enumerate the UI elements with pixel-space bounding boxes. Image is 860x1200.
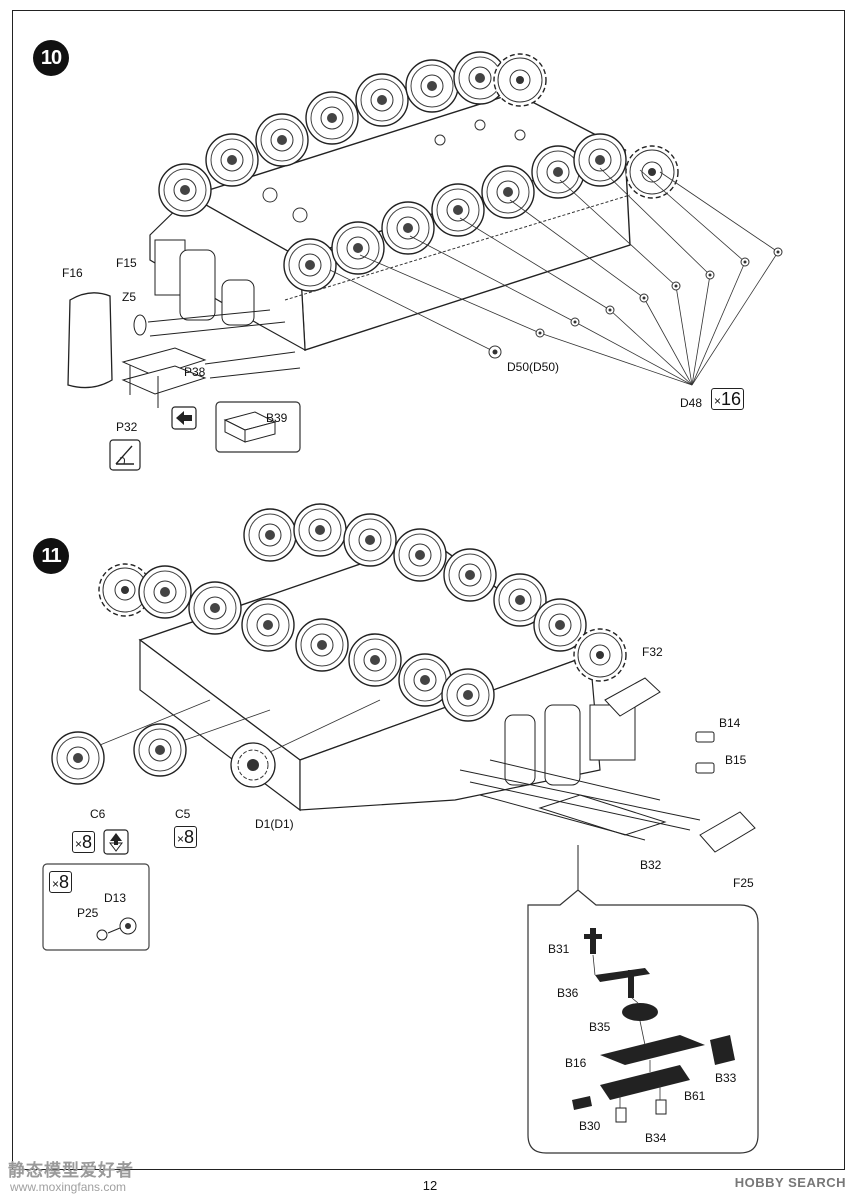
- multiplier-subassembly: ×8: [49, 871, 73, 893]
- label-b14: B14: [719, 716, 741, 730]
- label-b39: B39: [266, 411, 288, 425]
- multiplier-c6: ×8: [72, 831, 96, 853]
- watermark-left-url: www.moxingfans.com: [10, 1180, 127, 1194]
- label-b33: B33: [715, 1071, 737, 1085]
- label-c5: C5: [175, 807, 191, 821]
- page-frame: [12, 10, 845, 1170]
- label-b15: B15: [725, 753, 747, 767]
- label-d50: D50(D50): [507, 360, 560, 374]
- label-b34: B34: [645, 1131, 667, 1145]
- step-11-badge: 11: [33, 538, 69, 574]
- label-c6: C6: [90, 807, 106, 821]
- step11-hull-drawing: [51, 503, 756, 905]
- step10-symbols: [109, 401, 301, 471]
- label-b61: B61: [684, 1089, 706, 1103]
- label-b35: B35: [589, 1020, 611, 1034]
- step-10-badge: 10: [33, 40, 69, 76]
- label-p38: P38: [184, 365, 206, 379]
- step11-detail-inset: [527, 889, 759, 1154]
- label-z5: Z5: [122, 290, 137, 304]
- label-f32: F32: [642, 645, 663, 659]
- multiplier-c5: ×8: [174, 826, 198, 848]
- label-p32: P32: [116, 420, 138, 434]
- label-d48: D48: [680, 396, 703, 410]
- label-p25: P25: [77, 906, 99, 920]
- label-d13: D13: [104, 891, 127, 905]
- page-number: 12: [422, 1178, 438, 1193]
- label-b30: B30: [579, 1119, 601, 1133]
- label-b32: B32: [640, 858, 662, 872]
- watermark-left-brand: 静态模型爱好者: [8, 1161, 134, 1180]
- label-f15: F15: [116, 256, 137, 270]
- label-b16: B16: [565, 1056, 587, 1070]
- label-f25: F25: [733, 876, 754, 890]
- label-d1: D1(D1): [255, 817, 294, 831]
- label-b31: B31: [548, 942, 570, 956]
- watermark-right-brand: HOBBY SEARCH: [734, 1175, 846, 1190]
- label-f16: F16: [62, 266, 83, 280]
- multiplier-d48: ×16: [711, 388, 745, 410]
- step10-hull-drawing: [67, 51, 783, 408]
- label-b36: B36: [557, 986, 579, 1000]
